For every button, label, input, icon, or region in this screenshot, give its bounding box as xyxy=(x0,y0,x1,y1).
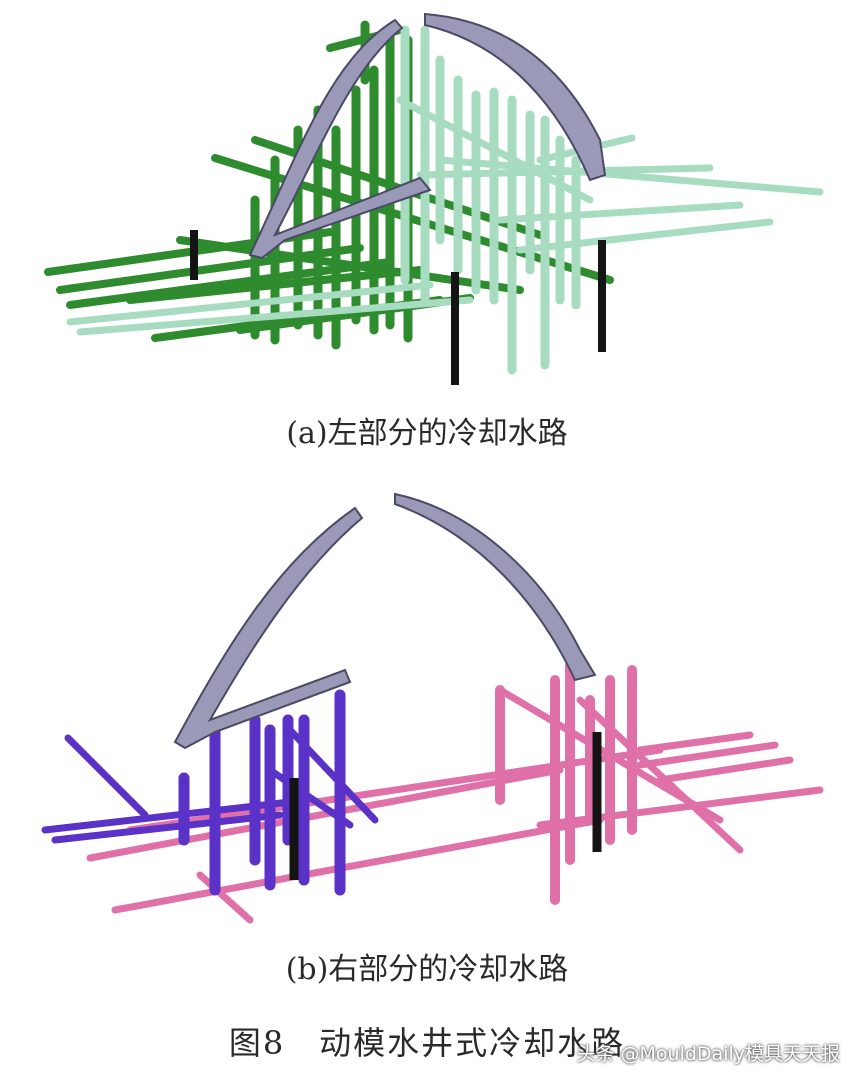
watermark: 头条 @MouldDaily模具天天报 xyxy=(576,1043,840,1065)
light-green-horizontal-pipes xyxy=(66,96,824,336)
caption-a: (a)左部分的冷却水路 xyxy=(286,416,568,451)
diagram-right-cooling xyxy=(0,480,854,940)
pink-vertical-pipes xyxy=(495,660,637,905)
mold-part-a xyxy=(248,12,607,260)
black-baffles-a xyxy=(190,230,606,385)
diagram-left-cooling xyxy=(0,0,854,400)
figure-caption: 图8 动模水井式冷却水路 xyxy=(228,1024,626,1062)
purple-vertical-pipes xyxy=(178,689,346,896)
black-baffles-b xyxy=(289,732,602,880)
mold-part-b xyxy=(173,492,597,750)
light-green-vertical-pipes xyxy=(400,25,581,375)
caption-b: (b)右部分的冷却水路 xyxy=(285,952,569,987)
